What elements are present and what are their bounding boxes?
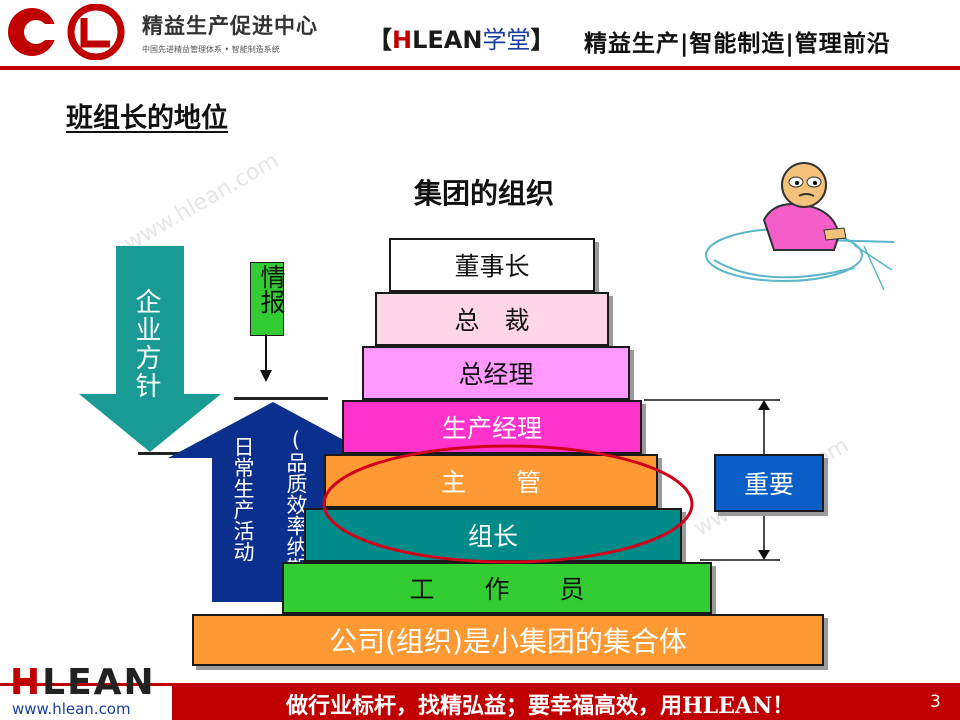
brand-name: 精益生产促进中心 bbox=[142, 14, 318, 38]
brand-logo-icon bbox=[8, 4, 125, 60]
policy-baseline bbox=[138, 452, 198, 455]
pyramid-tier-workers: 工 作 员 bbox=[282, 562, 712, 614]
watermark: www.hlean.com bbox=[120, 148, 284, 257]
footer-logo: HLEAN bbox=[10, 662, 156, 703]
pyramid-tier-chairman: 董事长 bbox=[389, 238, 595, 292]
worried-man-illustration bbox=[705, 162, 895, 291]
tag-h: H bbox=[392, 26, 413, 54]
pyramid-tier-president: 总 裁 bbox=[375, 292, 609, 346]
header-tagline: 精益生产|智能制造|管理前沿 bbox=[584, 31, 891, 57]
info-label: 情报 bbox=[257, 264, 286, 314]
policy-down-arrow bbox=[79, 246, 221, 452]
info-down-arrow bbox=[260, 334, 272, 382]
brand-subtitle: 中国先进精益管理体系 • 智能制造系统 bbox=[142, 45, 280, 54]
tag-close: 】 bbox=[530, 26, 555, 54]
pyramid-base-company: 公司(组织)是小集团的集合体 bbox=[192, 614, 824, 666]
page-number: 3 bbox=[930, 692, 941, 712]
info-baseline bbox=[234, 397, 328, 400]
tag-lean: LEAN bbox=[412, 26, 483, 54]
footer-slogan: 做行业标杆，找精弘益；要幸福高效，用HLEAN！ bbox=[286, 693, 795, 719]
info-box bbox=[250, 262, 284, 336]
policy-arrow-label: 企业方针 bbox=[131, 288, 161, 400]
header-divider bbox=[0, 66, 960, 70]
section-title: 班组长的地位 bbox=[66, 103, 228, 134]
pyramid-tier-team-leader: 组长 bbox=[304, 508, 682, 562]
pyramid-tier-general-manager: 总经理 bbox=[362, 346, 630, 400]
footer-url-link[interactable]: www.hlean.com bbox=[12, 700, 131, 718]
hlean-school-tag: 【HLEAN学堂】 bbox=[368, 20, 554, 55]
tag-school: 学堂 bbox=[482, 26, 531, 54]
tag-open: 【 bbox=[368, 26, 392, 54]
footer-divider bbox=[0, 683, 960, 686]
important-badge: 重要 bbox=[714, 454, 824, 512]
footer-bar bbox=[172, 686, 960, 720]
highlight-ellipse bbox=[322, 444, 694, 564]
daily-activity-label: 日常生产活动 bbox=[231, 436, 255, 562]
diagram-title: 集团的组织 bbox=[414, 177, 555, 210]
